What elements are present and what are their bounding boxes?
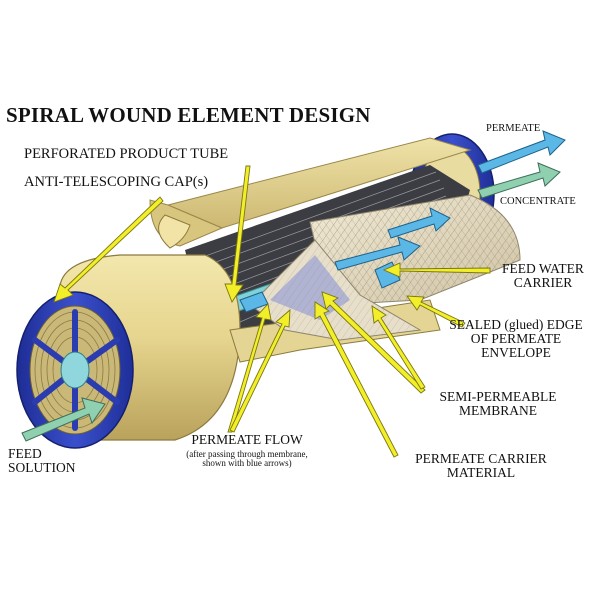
label-permeate-flow: PERMEATE FLOW: [172, 432, 322, 447]
label-feed-solution-line1: FEED: [8, 446, 42, 461]
pointer-permeate-flow-2: [229, 308, 291, 433]
label-sealed-edge: SEALED (glued) EDGE OF PERMEATE ENVELOPE: [436, 317, 596, 361]
label-sealed-edge-line3: ENVELOPE: [481, 345, 551, 361]
pointer-permeate-carrier: [314, 301, 399, 458]
diagram-title: SPIRAL WOUND ELEMENT DESIGN: [6, 103, 371, 127]
label-feed-water-carrier-line2: CARRIER: [513, 275, 573, 291]
pointer-sealed-edge: [406, 295, 466, 328]
pointer-perforated-tube: [224, 165, 251, 303]
label-permeate: PERMEATE: [486, 123, 541, 134]
label-feed-solution-line2: SOLUTION: [8, 460, 76, 476]
concentrate-flow-arrow: [477, 162, 561, 199]
label-anti-telescoping-caps: ANTI-TELESCOPING CAP(s): [24, 174, 209, 190]
label-perforated-product-tube: PERFORATED PRODUCT TUBE: [24, 146, 229, 162]
label-permeate-carrier-material: PERMEATE CARRIER MATERIAL: [396, 451, 566, 481]
pointer-feed-water-carrier: [382, 262, 491, 278]
label-concentrate: CONCENTRATE: [500, 196, 576, 207]
label-feed-solution: FEED SOLUTION: [8, 446, 76, 476]
label-sealed-edge-line2: OF PERMEATE: [470, 331, 562, 347]
anti-telescoping-cap-near: [16, 291, 134, 449]
label-feed-water-carrier: FEED WATER CARRIER: [493, 261, 593, 291]
label-semi-permeable-line1: SEMI-PERMEABLE: [439, 389, 557, 404]
label-permeate-flow-note-line2: shown with blue arrows): [202, 458, 292, 469]
label-permeate-flow-title: PERMEATE FLOW: [191, 432, 303, 447]
label-feed-water-carrier-line1: FEED WATER: [502, 261, 584, 276]
label-permeate-carrier-line1: PERMEATE CARRIER: [415, 451, 547, 466]
label-sealed-edge-line1: SEALED (glued) EDGE: [449, 317, 583, 332]
label-permeate-carrier-line2: MATERIAL: [446, 465, 516, 481]
pointer-membrane-2: [371, 305, 426, 390]
label-semi-permeable-line2: MEMBRANE: [458, 403, 537, 419]
pointer-membrane-1: [321, 291, 426, 394]
feed-flow-arrow: [21, 397, 106, 442]
label-semi-permeable-membrane: SEMI-PERMEABLE MEMBRANE: [428, 389, 568, 419]
pointer-permeate-flow-1: [227, 303, 272, 433]
label-permeate-flow-note-line1: (after passing through membrane,: [186, 449, 308, 459]
pointer-cap: [53, 196, 164, 303]
label-permeate-flow-note: (after passing through membrane, shown w…: [172, 449, 322, 469]
permeate-flow-arrows: [239, 130, 566, 313]
pointer-arrows: [53, 165, 491, 458]
